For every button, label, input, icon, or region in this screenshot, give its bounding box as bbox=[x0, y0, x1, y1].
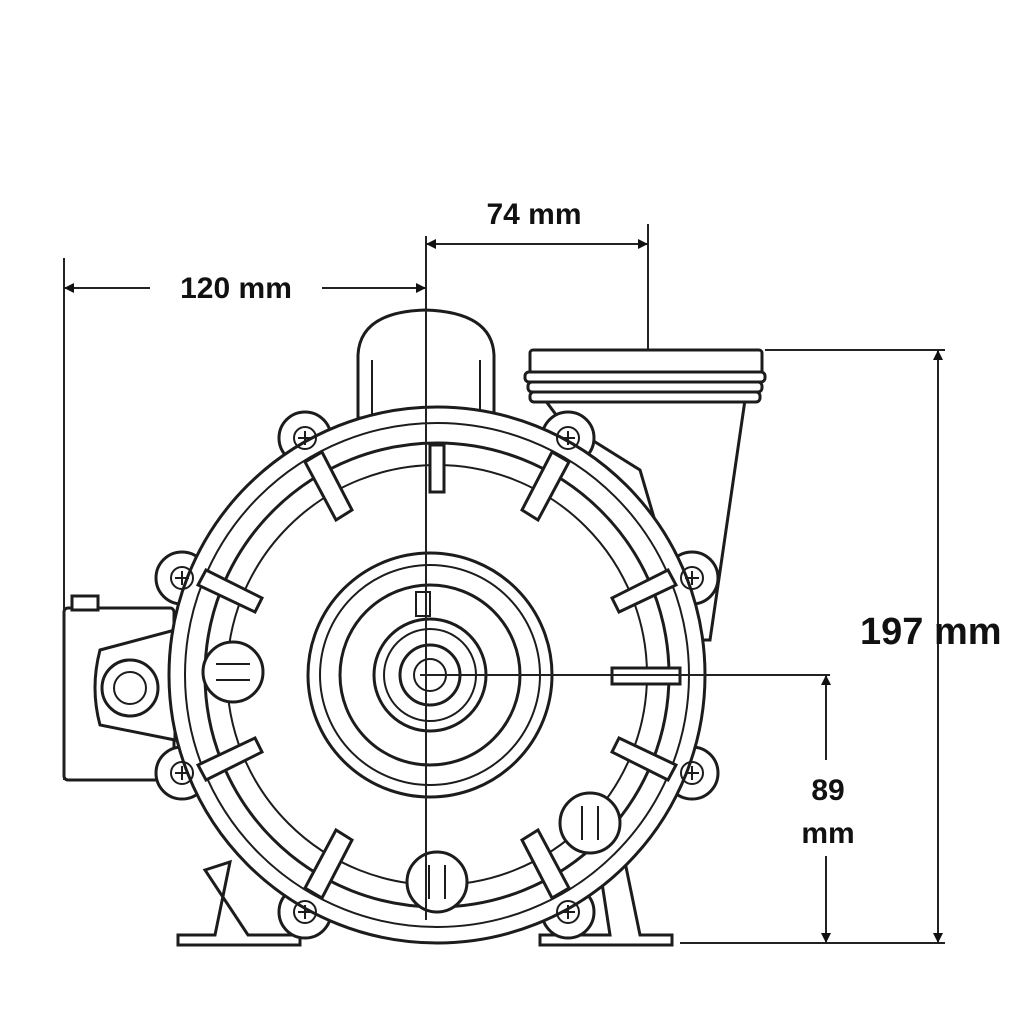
dimension-port-offset: 74 mm bbox=[426, 198, 649, 350]
dimension-width-left: 120 mm bbox=[63, 258, 426, 780]
port-offset-label: 74 mm bbox=[486, 198, 581, 231]
center-lines bbox=[420, 236, 830, 920]
housing-ribs bbox=[195, 443, 682, 901]
dimension-overall-height: 197 mm bbox=[680, 349, 1002, 944]
width-left-label: 120 mm bbox=[180, 272, 292, 305]
conduit-box bbox=[62, 594, 177, 782]
overall-height-label: 197 mm bbox=[860, 611, 1002, 653]
shaft-height-value: 89 bbox=[811, 774, 844, 807]
pump-base bbox=[176, 859, 674, 947]
bolt-set bbox=[170, 426, 704, 924]
drain-plug-set bbox=[201, 640, 622, 914]
shaft-height-unit: mm bbox=[801, 817, 854, 850]
dimension-shaft-height: 89 mm bbox=[801, 675, 855, 943]
